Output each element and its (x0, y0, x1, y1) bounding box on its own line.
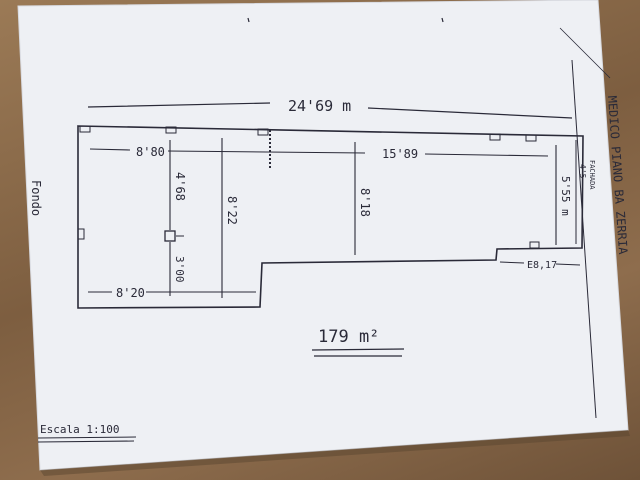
dim-v3-label: 8'18 (358, 188, 372, 217)
paper-fold-line (559, 27, 611, 79)
ink-mark (441, 17, 444, 23)
fachada-label: FACHADA (588, 160, 596, 190)
fondo-label: Fondo (29, 180, 43, 216)
wall-mark (525, 134, 537, 142)
dim-v2-label: 8'22 (225, 196, 239, 225)
building-outline (77, 125, 584, 309)
column-mark (164, 230, 176, 242)
dim-middle-label: 15'89 (382, 147, 418, 161)
dim-left-top-label: 8'80 (136, 145, 165, 159)
ink-mark (247, 17, 250, 23)
scale-label: Escala 1:100 (40, 423, 119, 436)
dim-v1-label: 4'68 (173, 172, 187, 201)
paper-shadow (40, 430, 630, 476)
area-underline (311, 348, 405, 351)
paper-sheet (17, 0, 629, 471)
total-length-label: 24'69 m (288, 97, 351, 115)
scale-underline (37, 436, 137, 439)
wall-mark (489, 133, 501, 141)
wall-mark (77, 228, 85, 240)
bottom-right-dimension-line (499, 261, 581, 266)
dim-small-label: 3'00 (173, 256, 186, 283)
dim-right-v-label: 5'55 m (559, 176, 572, 216)
street-line (571, 59, 597, 419)
wall-mark (529, 241, 540, 249)
total-length-line (87, 102, 573, 119)
wall-mark (79, 125, 91, 133)
scale-underline (37, 440, 135, 443)
dim-right-small-label: 4'5 (578, 164, 587, 179)
wall-mark (257, 128, 269, 136)
wall-mark (165, 126, 177, 134)
dim-bottom-left-label: 8'20 (116, 286, 145, 300)
area-label: 179 m² (318, 327, 379, 347)
interior-dimension-line (89, 148, 549, 157)
dim-bottom-right-label: E8,17 (527, 260, 557, 271)
